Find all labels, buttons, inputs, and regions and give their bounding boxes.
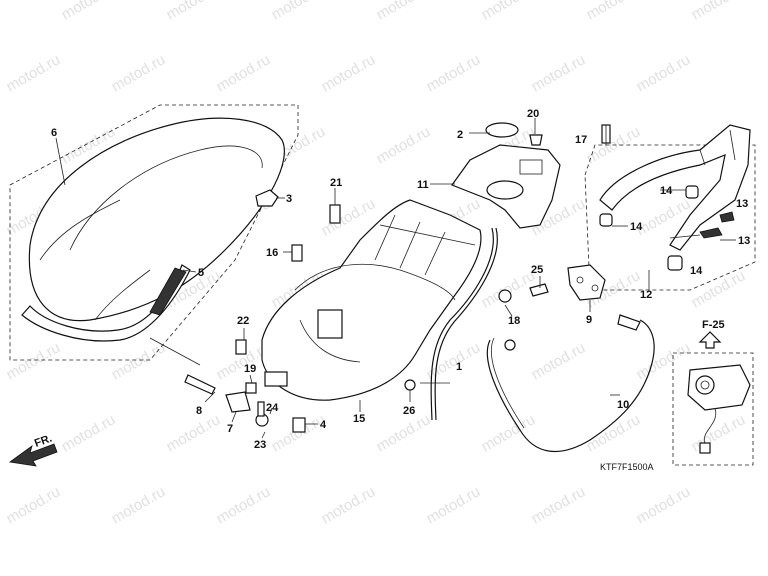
watermark-text: motod.ru	[529, 483, 589, 527]
callout-5: 5	[198, 267, 204, 279]
lock-cable-1b	[434, 227, 498, 421]
watermark-text: motod.ru	[374, 0, 434, 23]
screw-20	[529, 134, 543, 146]
front-arrow-label: FR.	[33, 432, 54, 449]
watermark-text: motod.ru	[4, 339, 64, 383]
callout-12: 12	[640, 289, 652, 301]
front-direction-arrow-icon	[8, 443, 58, 467]
opener-cable-10	[486, 319, 655, 453]
callout-14a: 14	[660, 185, 673, 197]
reference-label: F-25	[702, 319, 725, 331]
watermark-text: motod.ru	[164, 411, 224, 455]
watermark-text: motod.ru	[4, 51, 64, 95]
callout-15: 15	[353, 413, 365, 425]
fuel-lid-cover	[451, 122, 561, 229]
bolt-16	[291, 244, 303, 262]
callout-17: 17	[575, 134, 587, 146]
grommet-26	[404, 379, 416, 391]
ignition-switch	[687, 364, 751, 454]
callout-23: 23	[254, 439, 266, 451]
stay-8	[184, 374, 216, 395]
seat-bumper-clip	[255, 189, 279, 207]
callout-18: 18	[508, 315, 520, 327]
callout-7: 7	[227, 423, 233, 435]
bolt-21	[329, 204, 341, 224]
callout-9: 9	[586, 314, 592, 326]
watermark-text: motod.ru	[424, 51, 484, 95]
callout-4: 4	[320, 419, 327, 431]
clip-18	[498, 289, 512, 303]
cable-end	[504, 339, 516, 351]
rear-carrier	[599, 124, 751, 271]
callout-14c: 14	[690, 265, 703, 277]
watermark-text: motod.ru	[374, 411, 434, 455]
watermark-text: motod.ru	[319, 483, 379, 527]
seat	[21, 117, 285, 342]
switch-group-box	[672, 352, 754, 466]
watermark-text: motod.ru	[109, 339, 169, 383]
watermark-text: motod.ru	[374, 123, 434, 167]
diagram-code: KTF7F1500A	[600, 462, 654, 472]
watermark-text: motod.ru	[59, 411, 119, 455]
watermark-text: motod.ru	[479, 0, 539, 23]
plate-7	[225, 391, 251, 413]
watermark-text: motod.ru	[109, 483, 169, 527]
watermark-text: motod.ru	[529, 51, 589, 95]
callout-2: 2	[457, 129, 463, 141]
watermark-text: motod.ru	[424, 483, 484, 527]
callout-14b: 14	[630, 221, 643, 233]
seat-hinge-strip	[149, 267, 187, 316]
watermark-text: motod.ru	[689, 411, 749, 455]
watermark-text: motod.ru	[634, 51, 694, 95]
cap-seal	[485, 122, 519, 138]
callout-13b: 13	[738, 235, 750, 247]
callout-26: 26	[403, 405, 415, 417]
cable-adjuster	[617, 314, 641, 331]
watermark-text: motod.ru	[584, 0, 644, 23]
callout-13a: 13	[736, 198, 748, 210]
callout-21: 21	[330, 177, 342, 189]
watermark-text: motod.ru	[689, 0, 749, 23]
watermark-text: motod.ru	[269, 0, 329, 23]
callout-10: 10	[617, 399, 629, 411]
nut-22	[235, 339, 247, 355]
luggage-box	[261, 199, 482, 401]
reference-arrow-up-icon	[698, 331, 722, 349]
callout-22: 22	[237, 315, 249, 327]
watermark-text: motod.ru	[4, 483, 64, 527]
watermark-text: motod.ru	[319, 51, 379, 95]
callout-8: 8	[196, 405, 202, 417]
pin-24	[257, 401, 265, 417]
watermark-text: motod.ru	[529, 339, 589, 383]
callout-24: 24	[266, 402, 279, 414]
callout-20: 20	[527, 108, 539, 120]
washer-19	[245, 382, 257, 394]
callout-19: 19	[244, 363, 256, 375]
watermark-text: motod.ru	[634, 339, 694, 383]
bolt-25	[529, 283, 549, 297]
leader-lines	[55, 118, 736, 439]
callout-25: 25	[531, 264, 543, 276]
watermark-text: motod.ru	[584, 411, 644, 455]
seat-lock-bracket	[567, 264, 606, 301]
watermark-text: motod.ru	[634, 483, 694, 527]
opener-cable-10b	[490, 337, 525, 429]
clip-4	[292, 417, 306, 433]
callout-11: 11	[417, 179, 429, 191]
callout-1: 1	[456, 361, 462, 373]
callout-6: 6	[51, 127, 57, 139]
watermark-text: motod.ru	[59, 0, 119, 23]
callout-16: 16	[266, 247, 278, 259]
watermark-text: motod.ru	[164, 0, 224, 23]
callout-3: 3	[286, 193, 292, 205]
watermark-text: motod.ru	[109, 51, 169, 95]
watermark-text: motod.ru	[479, 411, 539, 455]
watermark-text: motod.ru	[214, 483, 274, 527]
watermark-text: motod.ru	[214, 51, 274, 95]
